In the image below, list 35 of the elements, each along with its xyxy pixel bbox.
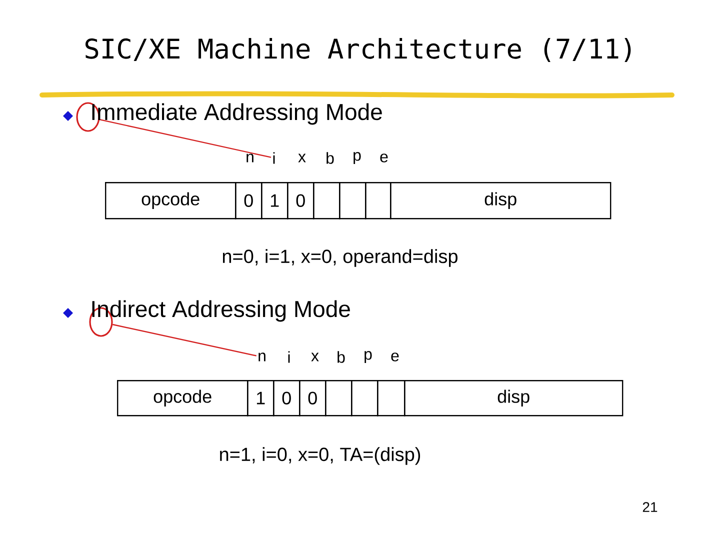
format-field: disp (404, 380, 624, 416)
format-field (365, 182, 392, 220)
format-field (377, 380, 406, 416)
bit-label: e (380, 154, 388, 162)
note-text: n=1, i=0, x=0, TA=(disp) (220, 447, 420, 465)
format-field: opcode (105, 182, 236, 220)
format-field: 0 (235, 182, 262, 220)
bit-label: x (298, 154, 306, 162)
format-field: 1 (247, 380, 274, 416)
bit-label: n (258, 352, 266, 362)
bit-label: x (311, 352, 319, 362)
format-field: opcode (117, 380, 248, 416)
note-text: n=0, i=1, x=0, operand=disp (222, 249, 458, 267)
format-field (325, 380, 352, 416)
bit-label: p (354, 152, 361, 164)
bit-label: i (288, 351, 290, 363)
bullet-heading: Indirect Addressing Mode (92, 300, 350, 322)
bit-label: n (246, 154, 254, 162)
slide-title: SIC/XE Machine Architecture (7/11) (86, 38, 631, 62)
format-field: 1 (261, 182, 288, 220)
format-field (313, 182, 340, 220)
bit-label: b (338, 351, 345, 363)
leader-line (100, 118, 272, 158)
bit-label: b (326, 152, 334, 164)
format-field: disp (390, 182, 612, 220)
format-field: 0 (273, 380, 300, 416)
page-number: 21 (642, 502, 658, 512)
format-field (351, 380, 378, 416)
bit-label: i (273, 152, 275, 164)
format-field (339, 182, 366, 220)
bit-label: e (391, 352, 399, 362)
format-field: 0 (299, 380, 326, 416)
format-field: 0 (287, 182, 314, 220)
leader-line (112, 324, 256, 356)
bit-label: p (364, 351, 372, 363)
